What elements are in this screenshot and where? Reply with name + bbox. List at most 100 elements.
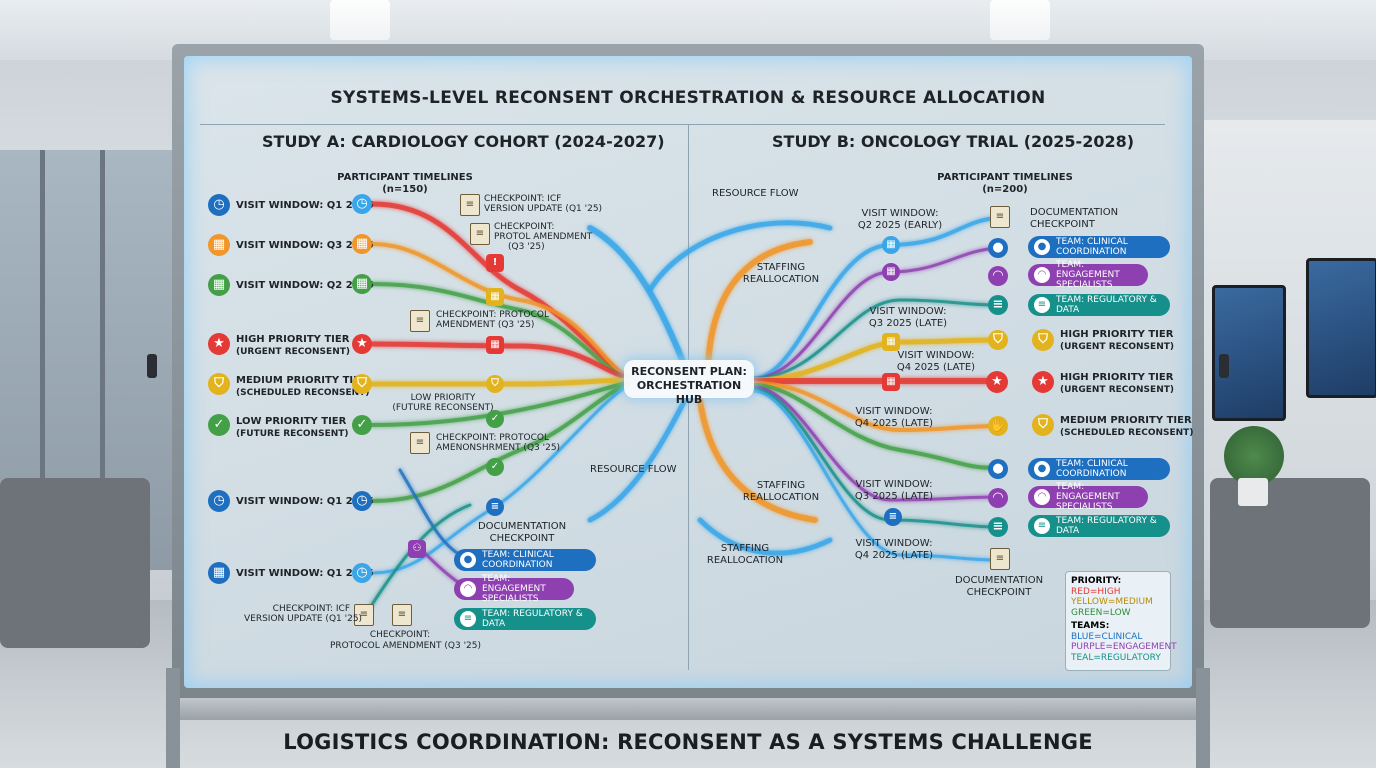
document-icon: ≡: [1034, 518, 1050, 534]
team-clinical-coordination[interactable]: ● TEAM: CLINICAL COORDINATION: [1028, 458, 1170, 480]
team-engagement-specialists[interactable]: ◠ TEAM: ENGAGEMENT SPECIALISTS: [454, 574, 574, 604]
team-label: TEAM: CLINICAL COORDINATION: [1056, 459, 1128, 479]
headset-icon: ◠: [988, 266, 1008, 286]
calendar-icon: ▦: [882, 333, 900, 351]
checkpoint-label: DOCUMENTATION CHECKPOINT: [470, 521, 574, 545]
user-icon: ●: [988, 238, 1008, 258]
team-label: TEAM: ENGAGEMENT SPECIALISTS: [1056, 482, 1120, 512]
team-clinical-coordination[interactable]: ● TEAM: CLINICAL COORDINATION: [454, 549, 596, 571]
headset-icon: ◠: [988, 488, 1008, 508]
visit-line: VISIT WINDOW:: [855, 538, 933, 549]
checkpoint-label: CHECKPOINT: PROTOCOL AMENDMENT (Q3 '25): [330, 630, 482, 652]
timelines-title-text: PARTICIPANT TIMELINES: [337, 172, 473, 183]
header-divider: [200, 124, 1165, 125]
clock-icon: ◷: [352, 491, 372, 511]
study-a-row-label: VISIT WINDOW: Q1 2025: [236, 496, 374, 507]
document-icon: ≡: [1034, 297, 1050, 313]
shield-icon: ⛉: [988, 330, 1008, 350]
checkpoint-label: CHECKPOINT: PROTOCOL AMENDMENT (Q3 '25): [436, 310, 549, 330]
tier-sub: (URGENT RECONSENT): [1060, 385, 1174, 395]
calendar-icon: ▦: [882, 263, 900, 281]
document-icon: ≡: [988, 517, 1008, 537]
document-icon: ≡: [884, 508, 902, 526]
legend-priority-item: YELLOW=MEDIUM: [1071, 597, 1153, 607]
visit-line: VISIT WINDOW:: [897, 350, 975, 361]
visit-window-label: VISIT WINDOW: Q4 2025 (LATE): [844, 538, 944, 562]
tier-label: MEDIUM PRIORITY TIER: [236, 375, 368, 386]
star-icon: ★: [1032, 371, 1054, 393]
legend-priority-title: PRIORITY:: [1071, 576, 1122, 586]
user-icon: ●: [1034, 239, 1050, 255]
legend-teams-title: TEAMS:: [1071, 621, 1110, 631]
checkpoint-line: VERSION UPDATE (Q1 '25): [244, 614, 363, 624]
team-label: TEAM: REGULATORY & DATA: [1056, 295, 1157, 315]
orchestration-hub[interactable]: RECONSENT PLAN: ORCHESTRATION HUB: [624, 360, 754, 406]
team-engagement-specialists[interactable]: ◠ TEAM: ENGAGEMENT SPECIALISTS: [1028, 260, 1148, 290]
checkpoint-line: CHECKPOINT: [1030, 219, 1095, 230]
tier-sub: (URGENT RECONSENT): [236, 347, 350, 357]
tier-sub: (URGENT RECONSENT): [1060, 342, 1174, 352]
headset-icon: ◠: [460, 581, 476, 597]
team-engagement-specialists[interactable]: ◠ TEAM: ENGAGEMENT SPECIALISTS: [1028, 482, 1148, 512]
study-a-row-label: HIGH PRIORITY TIER (URGENT RECONSENT): [236, 334, 350, 358]
flow-line: [752, 298, 1000, 380]
visit-line: Q4 2025 (LATE): [854, 418, 934, 429]
shield-icon: ⛉: [352, 374, 372, 394]
tier-title: MEDIUM PRIORITY TIER: [1060, 415, 1192, 426]
tier-label: HIGH PRIORITY TIER (URGENT RECONSENT): [1060, 372, 1174, 396]
checkpoint-line: CHECKPOINT: [489, 533, 555, 544]
caption: LOGISTICS COORDINATION: RECONSENT AS A S…: [283, 730, 1093, 754]
calendar-icon: ▦: [882, 236, 900, 254]
team-label: TEAM: REGULATORY & DATA: [482, 609, 583, 629]
headset-icon: ◠: [1034, 267, 1050, 283]
legend-team-item: BLUE=CLINICAL: [1071, 631, 1143, 642]
visit-line: Q3 2025 (LATE): [854, 491, 934, 502]
tier-label: MEDIUM PRIORITY TIER (SCHEDULED RECONSEN…: [1060, 415, 1193, 439]
checkpoint-label: CHECKPOINT: PROTOCOL AMENONSHRMENT (Q3 '…: [436, 433, 560, 453]
flow-line: [752, 246, 1000, 380]
team-regulatory-data[interactable]: ≡ TEAM: REGULATORY & DATA: [454, 608, 596, 630]
board-knob: [147, 354, 157, 378]
flow-line: [752, 387, 1000, 529]
document-icon: ≡: [486, 498, 504, 516]
check-icon: ✓: [208, 414, 230, 436]
tier-label: LOW PRIORITY TIER: [236, 416, 347, 427]
team-regulatory-data[interactable]: ≡ TEAM: REGULATORY & DATA: [1028, 294, 1170, 316]
flow-line: [370, 242, 630, 380]
study-a-title: STUDY A: CARDIOLOGY COHORT (2024-2027): [262, 132, 665, 151]
team-label: TEAM: ENGAGEMENT SPECIALISTS: [1056, 260, 1120, 290]
shield-icon: ⛉: [486, 375, 504, 393]
shield-icon: ⛉: [1032, 414, 1054, 436]
wall-monitor: [1306, 258, 1376, 398]
document-icon: ≡: [410, 432, 430, 454]
flow-line: [587, 225, 693, 383]
wall-monitor: [1212, 285, 1286, 421]
flow-line: [587, 387, 693, 523]
study-a-row-label: MEDIUM PRIORITY TIER (SCHEDULED RECONSEN…: [236, 375, 369, 399]
flow-line: [370, 382, 630, 503]
flow-line: [370, 380, 630, 427]
document-icon: ≡: [990, 206, 1010, 228]
flow-line: [752, 216, 1000, 380]
team-regulatory-data[interactable]: ≡ TEAM: REGULATORY & DATA: [1028, 515, 1170, 537]
user-icon: ●: [460, 552, 476, 568]
check-icon: ✓: [486, 410, 504, 428]
team-label: TEAM: ENGAGEMENT SPECIALISTS: [482, 574, 546, 604]
alert-icon: !: [486, 254, 504, 272]
flow-line: [705, 239, 813, 373]
calendar-icon: ▦: [208, 234, 230, 256]
visit-window-label: VISIT WINDOW: Q2 2025 (EARLY): [850, 208, 950, 232]
visit-line: Q4 2025 (LATE): [896, 362, 976, 373]
team-label: TEAM: REGULATORY & DATA: [1056, 516, 1157, 536]
checkpoint-line: LOW PRIORITY: [410, 393, 476, 403]
legend-priority-item: RED=HIGH: [1071, 586, 1121, 597]
calendar-icon: ▦: [882, 373, 900, 391]
sofa: [1210, 478, 1370, 628]
calendar-icon: ▦: [208, 274, 230, 296]
checkpoint-line: CHECKPOINT: ICF: [272, 604, 350, 614]
team-clinical-coordination[interactable]: ● TEAM: CLINICAL COORDINATION: [1028, 236, 1170, 258]
checkpoint-line: CHECKPOINT:: [369, 630, 431, 640]
ceiling-light: [990, 0, 1050, 40]
checkpoint-line: PROTOCOL AMENDMENT (Q3 '25): [330, 641, 482, 651]
checkpoint-line: CHECKPOINT:: [494, 222, 555, 232]
